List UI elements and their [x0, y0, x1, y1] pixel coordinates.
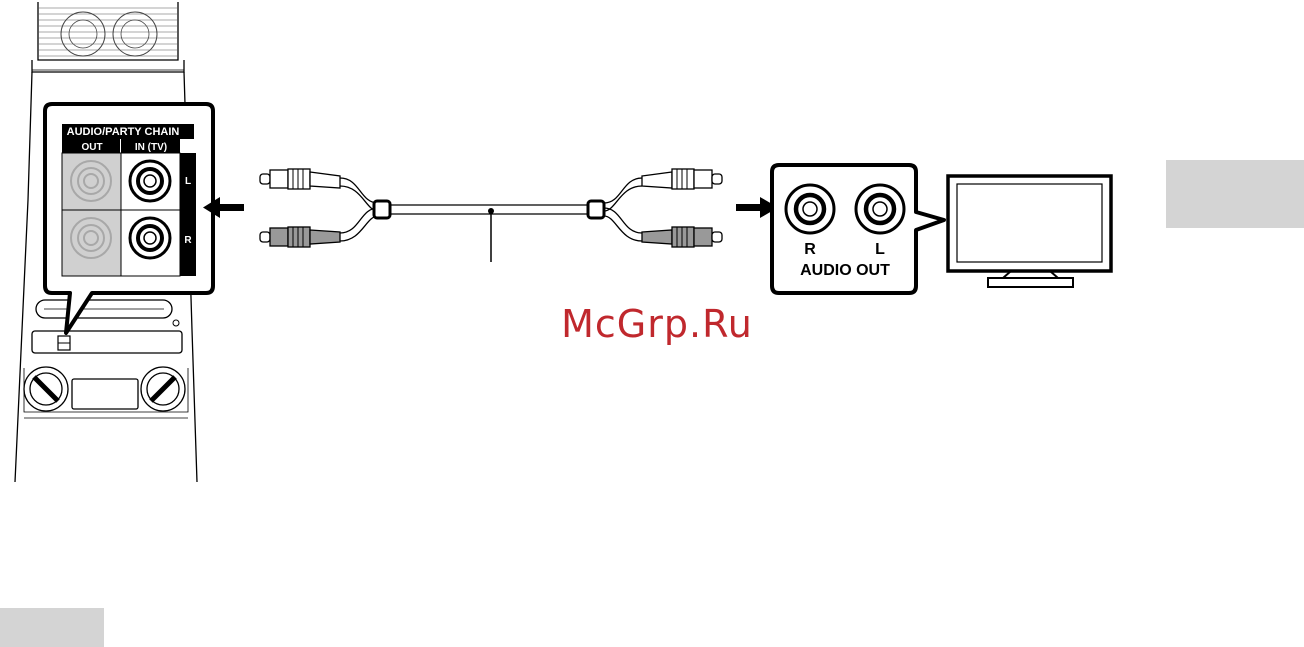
audio-cable — [340, 178, 642, 262]
tv-jack-r-label: R — [804, 241, 816, 258]
left-plug-white-icon — [260, 169, 340, 189]
right-plug-gray-icon — [642, 227, 722, 247]
panel-title: AUDIO/PARTY CHAIN — [67, 126, 180, 138]
tv-jack-l-label: L — [875, 241, 885, 258]
panel-col-in: IN (TV) — [135, 142, 167, 153]
watermark-text: McGrp.Ru — [561, 302, 753, 346]
panel-row-r: R — [184, 235, 192, 246]
tv-audio-out-panel: R L AUDIO OUT — [772, 165, 944, 293]
tv-icon — [948, 176, 1111, 287]
jack-panel-callout: AUDIO/PARTY CHAIN OUT IN (TV) L R — [45, 104, 213, 333]
right-plug-white-icon — [642, 169, 722, 189]
left-plug-gray-icon — [260, 227, 340, 247]
panel-col-out: OUT — [81, 142, 102, 153]
speaker-grille — [38, 8, 178, 56]
panel-row-l: L — [185, 176, 191, 187]
tv-audio-out-label: AUDIO OUT — [800, 262, 890, 279]
